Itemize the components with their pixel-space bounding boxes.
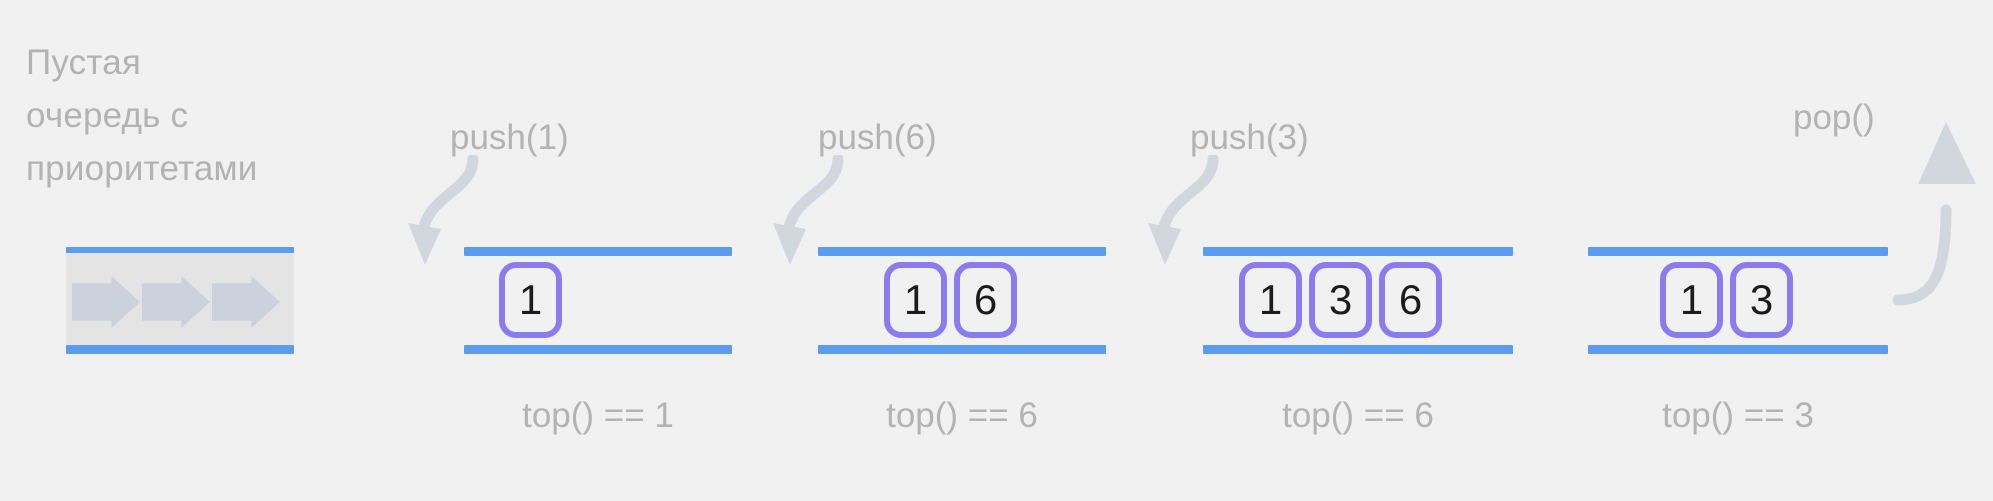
empty-queue-rail-top [66, 247, 294, 256]
operation-label-push-1: push(1) [450, 118, 569, 157]
queue-cell: 6 [954, 262, 1017, 338]
operation-label-push-6: push(6) [818, 118, 937, 157]
queue-cell: 1 [1660, 262, 1723, 338]
stage-rail-top [1588, 247, 1888, 256]
stage-rail-bottom [1588, 345, 1888, 354]
stage-rail-bottom [1203, 345, 1513, 354]
pop-arrow-icon [1892, 122, 1976, 306]
queue-stage-3: 1 3 6 top() == 6 [1203, 0, 1513, 501]
queue-stage-4: 1 3 top() == 3 [1588, 0, 1888, 501]
intro-caption: Пустая очередь с приоритетами [26, 43, 258, 188]
chevron-arrow-icon [72, 276, 140, 328]
top-caption: top() == 6 [1282, 396, 1434, 435]
operation-label-pop: pop() [1793, 98, 1875, 137]
stage-rail-bottom [818, 345, 1106, 354]
queue-stage-1: 1 top() == 1 [464, 0, 732, 501]
queue-cells: 1 6 [884, 262, 1017, 338]
stage-rail-top [464, 247, 732, 256]
empty-queue-illustration [66, 247, 294, 354]
queue-cell: 1 [1239, 262, 1302, 338]
queue-cells: 1 3 6 [1239, 262, 1442, 338]
operation-label-push-3: push(3) [1190, 118, 1309, 157]
chevron-arrow-icon [212, 276, 280, 328]
queue-cells: 1 3 [1660, 262, 1793, 338]
top-caption: top() == 6 [886, 396, 1038, 435]
queue-cell: 3 [1730, 262, 1793, 338]
queue-cells: 1 [499, 262, 562, 338]
stage-rail-top [1203, 247, 1513, 256]
chevron-arrow-icon [142, 276, 210, 328]
queue-stage-2: 1 6 top() == 6 [818, 0, 1106, 501]
queue-cell: 3 [1309, 262, 1372, 338]
stage-rail-top [818, 247, 1106, 256]
queue-cell: 6 [1379, 262, 1442, 338]
queue-cell: 1 [884, 262, 947, 338]
top-caption: top() == 3 [1662, 396, 1814, 435]
top-caption: top() == 1 [522, 396, 674, 435]
queue-cell: 1 [499, 262, 562, 338]
empty-queue-chevrons [72, 276, 294, 328]
empty-queue-rail-bottom [66, 345, 294, 354]
empty-queue-body [66, 253, 294, 348]
stage-rail-bottom [464, 345, 732, 354]
